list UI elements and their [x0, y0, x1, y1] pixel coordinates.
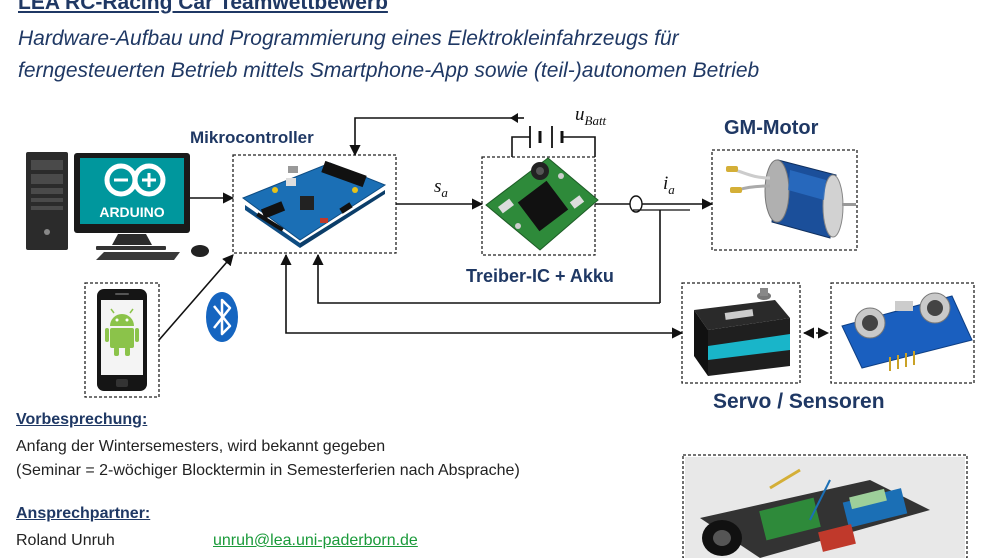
- ansprechpartner-title: Ansprechpartner:: [16, 505, 151, 522]
- current-sense: [629, 195, 690, 303]
- servo-sensoren-label: Servo / Sensoren: [713, 390, 885, 413]
- arduino-logo-icon: [104, 163, 166, 197]
- arduino-logo-text: ARDUINO: [99, 204, 164, 220]
- battery-symbol: [510, 113, 596, 157]
- microcontroller-board: [241, 160, 387, 248]
- bluetooth-icon: [206, 292, 238, 342]
- rc-car-photo: [685, 457, 965, 558]
- driver-board: [485, 157, 599, 251]
- signal-sa: sa: [434, 176, 448, 200]
- contact-email-link[interactable]: unruh@lea.uni-paderborn.de: [213, 532, 418, 549]
- vorbesprechung-line-2: (Seminar = 2-wöchiger Blocktermin in Sem…: [16, 462, 520, 479]
- android-icon: [105, 308, 139, 356]
- signal-ubatt: uBatt: [575, 104, 607, 128]
- signal-ia: ia: [663, 173, 675, 197]
- treiber-label: Treiber-IC + Akku: [466, 266, 614, 286]
- phone-to-mc-arrow: [158, 254, 234, 341]
- vorbesprechung-title: Vorbesprechung:: [16, 411, 148, 428]
- servo-link-arrow: [280, 253, 684, 339]
- servo: [694, 288, 790, 376]
- sensor-block-wrap: [830, 282, 975, 384]
- subtitle-line-1: Hardware-Aufbau und Programmierung eines…: [18, 27, 679, 50]
- gm-motor-label: GM-Motor: [724, 117, 819, 139]
- subtitle-line-2: ferngesteuerten Betrieb mittels Smartpho…: [18, 59, 760, 82]
- gm-motor: [726, 159, 856, 239]
- ubatt-feedback-arrow: [349, 117, 510, 157]
- page-title: LEA RC-Racing Car Teamwettbewerb: [18, 0, 388, 14]
- car-photo-frame: [682, 454, 968, 558]
- microcontroller-label: Mikrocontroller: [190, 128, 314, 147]
- sensor-block: [830, 282, 975, 384]
- vorbesprechung-line-1: Anfang der Wintersemesters, wird bekannt…: [16, 438, 386, 455]
- contact-name: Roland Unruh: [16, 532, 115, 549]
